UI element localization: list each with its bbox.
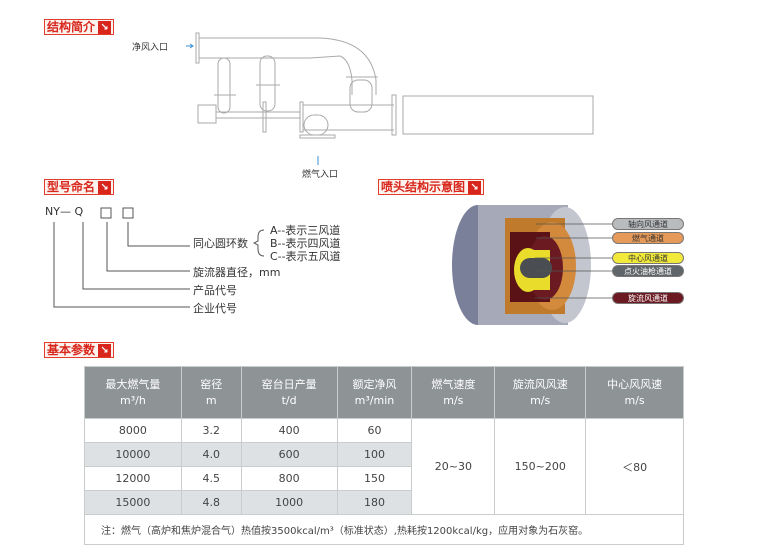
nozzle-label-swirl: 旋流风通道 [612,292,684,304]
section-title-structure: 结构简介↘ [44,19,115,35]
arrow-icon: ↘ [468,180,482,194]
table-cell: 400 [240,418,338,443]
nozzle-label-axial: 轴向风通道 [612,218,684,230]
gas-speed-cell: 20~30 [411,418,496,515]
table-cell: 12000 [84,466,182,491]
table-cell: 180 [336,490,413,515]
option-a: A--表示三风道 [270,224,341,237]
burner-piping-diagram [186,32,594,165]
table-cell: 100 [336,442,413,467]
option-b: B--表示四风道 [270,237,341,250]
table-cell: 4.8 [180,490,242,515]
section-title-params: 基本参数↘ [44,342,115,358]
table-cell: 4.5 [180,466,242,491]
option-c: C--表示五风道 [270,250,341,263]
table-cell: 800 [240,466,338,491]
arrow-icon: ↘ [98,180,112,194]
table-note-row: 注：燃气（高炉和焦炉混合气）热值按3500kcal/m³（标准状态）,热耗按12… [84,514,684,545]
table-cell: 15000 [84,490,182,515]
naming-tree [53,207,265,308]
gas-inlet-label: 燃气入口 [302,170,339,180]
table-cell: 8000 [84,418,182,443]
table-cell: 4.0 [180,442,242,467]
air-inlet-label: 净风入口 [132,43,169,53]
nozzle-label-center: 中心风通道 [612,252,684,264]
table-note: 注：燃气（高炉和焦炉混合气）热值按3500kcal/m³（标准状态）,热耗按12… [84,514,684,545]
section-title-text: 型号命名 [47,180,96,194]
nozzle-label-gas: 燃气通道 [612,232,684,244]
product-label: 产品代号 [193,284,237,297]
table-cell: 1000 [240,490,338,515]
arrow-icon: ↘ [98,20,112,34]
swirl-speed-cell: 150~200 [494,418,587,515]
table-cell: 10000 [84,442,182,467]
arrow-icon: ↘ [98,343,112,357]
diameter-label: 旋流器直径，mm [193,266,281,279]
table-cell: 60 [336,418,413,443]
section-title-naming: 型号命名↘ [44,179,115,195]
table-cell: 3.2 [180,418,242,443]
nozzle-label-ignition: 点火油枪通道 [612,265,684,277]
section-title-text: 结构简介 [47,20,96,34]
nozzle-cross-section [452,205,612,325]
section-title-nozzle: 喷头结构示意图↘ [378,179,485,195]
rings-label: 同心圆环数 [193,237,248,250]
section-title-text: 喷头结构示意图 [381,180,466,194]
center-speed-cell: ＜80 [585,418,684,515]
table-cell: 150 [336,466,413,491]
section-title-text: 基本参数 [47,343,96,357]
model-code: NY— Q [45,205,84,218]
table-cell: 600 [240,442,338,467]
company-label: 企业代号 [193,302,237,315]
